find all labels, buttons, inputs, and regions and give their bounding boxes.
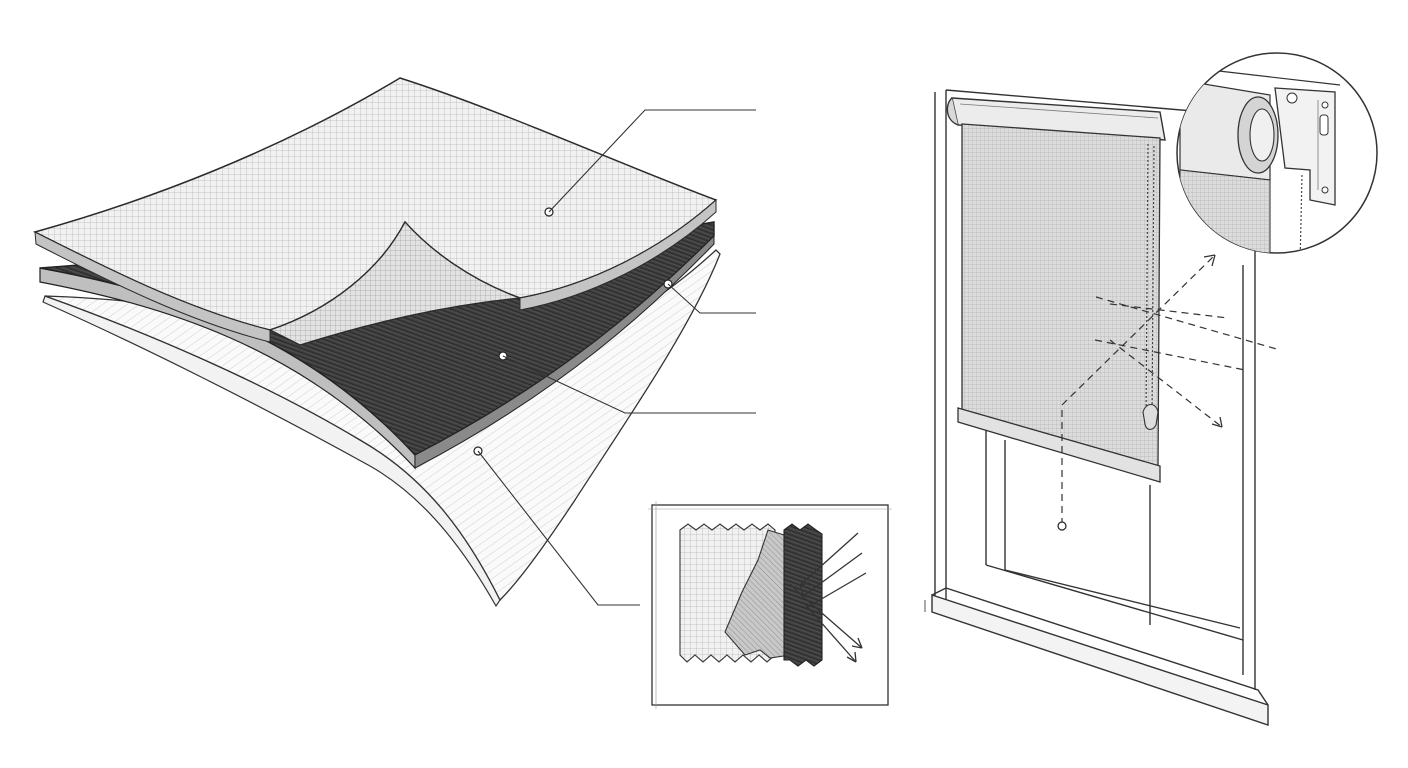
light-ray-arrows xyxy=(789,532,867,663)
light-path-dashes xyxy=(1061,254,1281,525)
bead-chain xyxy=(1145,143,1155,421)
roller-cassette xyxy=(946,97,1166,141)
bracket-detail-inset xyxy=(1176,52,1378,254)
window-roller-blind xyxy=(924,89,1281,726)
fabric-cross-section-inset xyxy=(648,501,892,709)
chain-weight xyxy=(1142,403,1159,430)
leader-lines xyxy=(477,109,756,606)
fabric-layer-stack xyxy=(32,77,756,608)
bottom-rail xyxy=(957,407,1161,483)
shade-fabric xyxy=(961,123,1161,469)
window-sill xyxy=(931,587,1269,726)
window-callout-dot xyxy=(1057,521,1067,531)
